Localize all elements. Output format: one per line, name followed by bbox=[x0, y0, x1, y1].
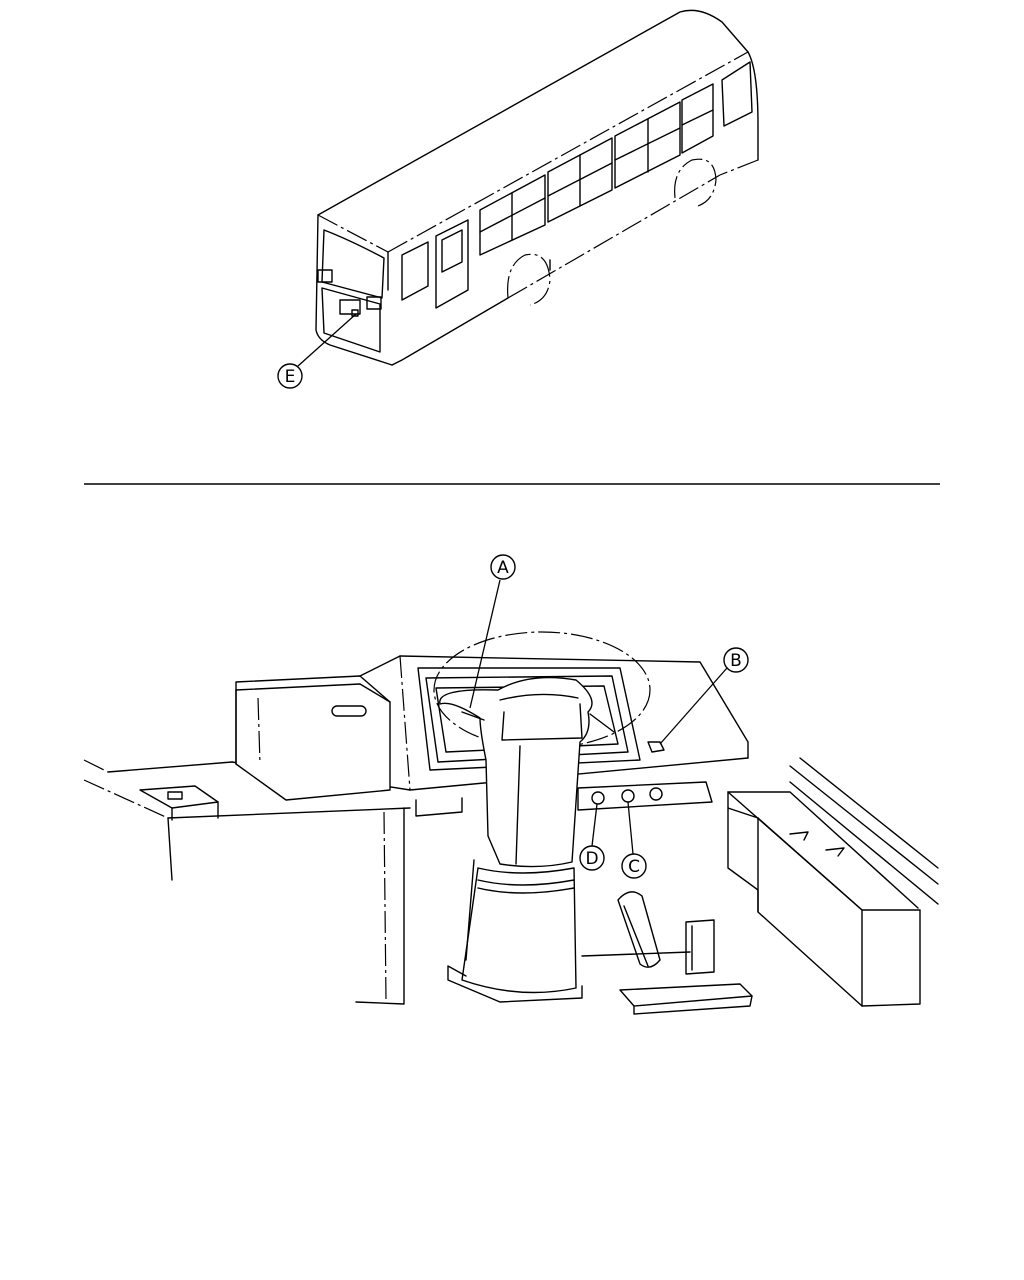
bus-exterior-view bbox=[315, 9, 759, 366]
callout-c-label: C bbox=[628, 857, 640, 877]
callout-a: A bbox=[469, 554, 516, 709]
callout-e: E bbox=[277, 313, 357, 389]
callout-d-label: D bbox=[585, 849, 598, 869]
callout-d: D bbox=[579, 803, 605, 871]
bus-side-windows bbox=[401, 61, 753, 309]
callout-a-label: A bbox=[497, 558, 509, 578]
callout-c: C bbox=[621, 801, 647, 879]
driver-cockpit-view bbox=[83, 631, 939, 1015]
callout-b: B bbox=[659, 647, 749, 745]
callout-b-label: B bbox=[730, 651, 742, 671]
callout-e-label: E bbox=[285, 367, 296, 387]
